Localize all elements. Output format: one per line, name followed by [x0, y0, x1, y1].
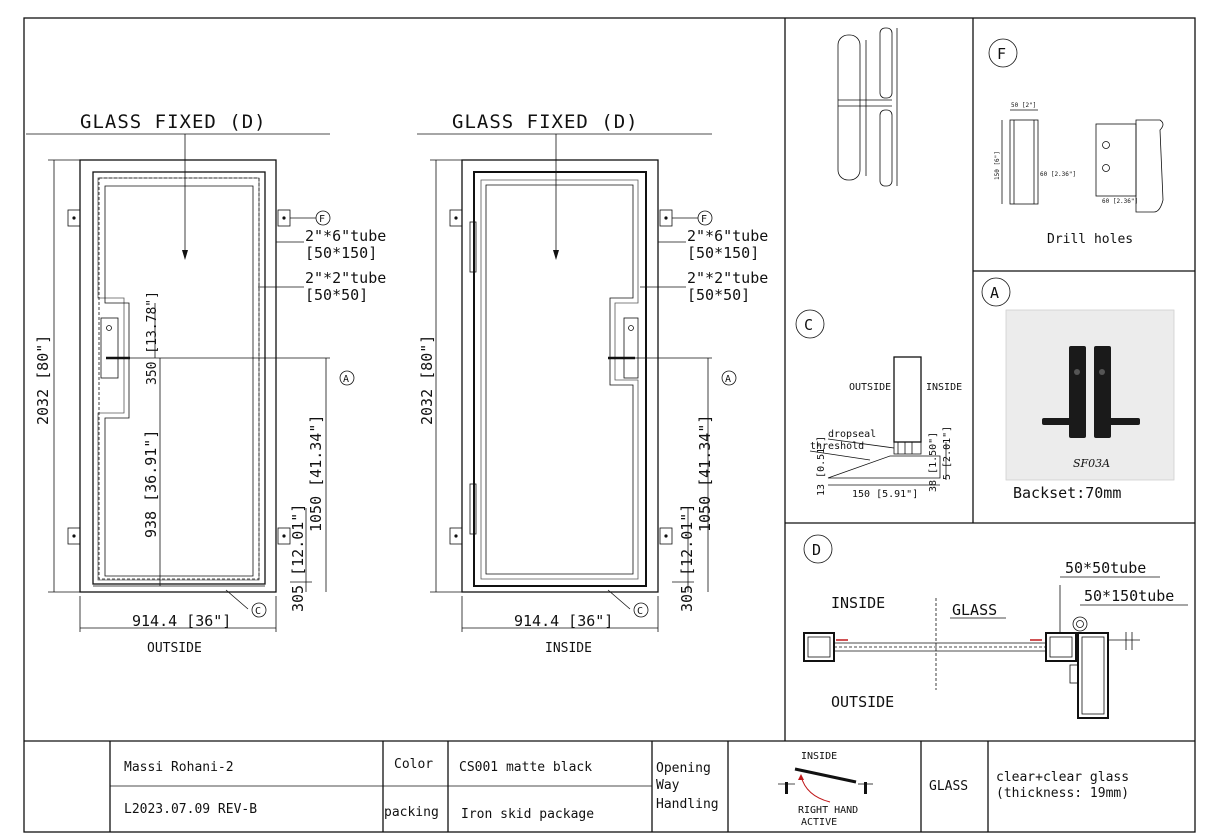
- handling-label: Handling: [656, 797, 719, 812]
- detail-c-threshold: threshold: [810, 441, 864, 452]
- right-tube2-line2: [50*50]: [687, 286, 750, 304]
- detail-c-d5: 5 [2.01"]: [942, 426, 953, 480]
- detail-c-d13: 13 [0.51"]: [816, 436, 827, 496]
- detail-a-handle: A SF03A Backset:70mm: [981, 277, 1175, 502]
- detail-d-tube-small: 50*50tube: [1065, 559, 1146, 577]
- left-side-label: OUTSIDE: [147, 641, 202, 656]
- packing-label: packing: [384, 805, 439, 820]
- color-value: CS001 matte black: [459, 760, 592, 775]
- door-elevation-inside: GLASS FIXED (D) F 2"*6"tube [50*150] 2"*…: [417, 111, 768, 656]
- detail-f-letter: F: [997, 45, 1006, 63]
- title-block: Massi Rohani-2 L2023.07.09 REV-B Color C…: [109, 741, 1129, 832]
- detail-f-caption: Drill holes: [1047, 232, 1133, 247]
- left-dim-350: 350 [13.78"]: [145, 291, 160, 385]
- hinge-detail: [837, 27, 898, 187]
- left-view-title: GLASS FIXED (D): [80, 111, 267, 133]
- right-callout-a: A: [725, 374, 731, 385]
- detail-d-tube-large: 50*150tube: [1084, 587, 1174, 605]
- revision: L2023.07.09 REV-B: [124, 802, 257, 817]
- sheet-frame: [23, 17, 1196, 833]
- detail-f-drill-holes: F 50 [2"] 150 [6"] 60 [2.36"] 60 [2.36"]…: [988, 38, 1164, 247]
- glass-label: GLASS: [929, 779, 968, 794]
- left-dim-1050: 1050 [41.34"]: [307, 415, 325, 532]
- right-tube2-line1: 2"*2"tube: [687, 269, 768, 287]
- detail-d-inside: INSIDE: [831, 594, 885, 612]
- packing-value: Iron skid package: [461, 807, 594, 822]
- left-callout-c: C: [255, 606, 261, 617]
- opening-label-2: Way: [656, 778, 680, 793]
- opening-label-1: Opening: [656, 761, 711, 776]
- detail-d-glass: GLASS: [952, 601, 997, 619]
- right-callout-c: C: [637, 606, 643, 617]
- detail-d-letter: D: [812, 541, 821, 559]
- left-tube2-line2: [50*50]: [305, 286, 368, 304]
- swing-inside: INSIDE: [801, 751, 837, 762]
- left-dim-938: 938 [36.91"]: [142, 430, 160, 538]
- right-view-title: GLASS FIXED (D): [452, 111, 639, 133]
- detail-d-outside: OUTSIDE: [831, 693, 894, 711]
- right-dim-1050: 1050 [41.34"]: [696, 415, 714, 532]
- right-dim-305: 305 [12.01"]: [678, 504, 696, 612]
- left-width-dim: 914.4 [36"]: [132, 612, 231, 630]
- detail-c-d150: 150 [5.91"]: [852, 489, 918, 500]
- right-height-dim: 2032 [80"]: [418, 335, 436, 425]
- detail-f-d60b: 60 [2.36"]: [1102, 198, 1138, 205]
- detail-f-d150: 150 [6"]: [994, 151, 1001, 180]
- client-name: Massi Rohani-2: [124, 760, 234, 775]
- detail-c-inside: INSIDE: [926, 382, 962, 393]
- right-tube1-line1: 2"*6"tube: [687, 227, 768, 245]
- detail-f-d60a: 60 [2.36"]: [1040, 171, 1076, 178]
- left-callout-f: F: [319, 214, 325, 225]
- detail-a-product-code: SF03A: [1073, 457, 1110, 470]
- detail-f-d50: 50 [2"]: [1011, 102, 1036, 109]
- right-callout-f: F: [701, 214, 707, 225]
- detail-d-glass-section: D INSIDE OUTSIDE GLASS 50*50tube 50*150t…: [803, 534, 1188, 719]
- detail-c-outside: OUTSIDE: [849, 382, 891, 393]
- left-dim-305: 305 [12.01"]: [289, 504, 307, 612]
- right-width-dim: 914.4 [36"]: [514, 612, 613, 630]
- door-elevation-outside: GLASS FIXED (D) F 2"*6"tube [50*1: [26, 111, 386, 656]
- detail-c-dropseal: dropseal: [828, 429, 876, 440]
- left-tube1-line2: [50*150]: [305, 244, 377, 262]
- swing-label-1: RIGHT HAND: [798, 805, 858, 816]
- detail-a-letter: A: [990, 284, 999, 302]
- detail-c-threshold: C OUTSIDE INSIDE dropseal threshold 150 …: [795, 309, 962, 500]
- detail-a-caption: Backset:70mm: [1013, 484, 1121, 502]
- right-tube1-line2: [50*150]: [687, 244, 759, 262]
- right-side-label: INSIDE: [545, 641, 592, 656]
- left-tube2-line1: 2"*2"tube: [305, 269, 386, 287]
- left-callout-a: A: [343, 374, 349, 385]
- detail-c-d38: 38 [1.50"]: [928, 432, 939, 492]
- left-height-dim: 2032 [80"]: [34, 335, 52, 425]
- swing-label-2: ACTIVE: [801, 817, 837, 828]
- color-label: Color: [394, 757, 433, 772]
- handle-photo: [1005, 309, 1175, 481]
- swing-diagram: INSIDE RIGHT HAND ACTIVE: [778, 751, 873, 828]
- glass-value-1: clear+clear glass: [996, 770, 1129, 785]
- glass-value-2: (thickness: 19mm): [996, 786, 1129, 801]
- left-tube1-line1: 2"*6"tube: [305, 227, 386, 245]
- detail-c-letter: C: [804, 316, 813, 334]
